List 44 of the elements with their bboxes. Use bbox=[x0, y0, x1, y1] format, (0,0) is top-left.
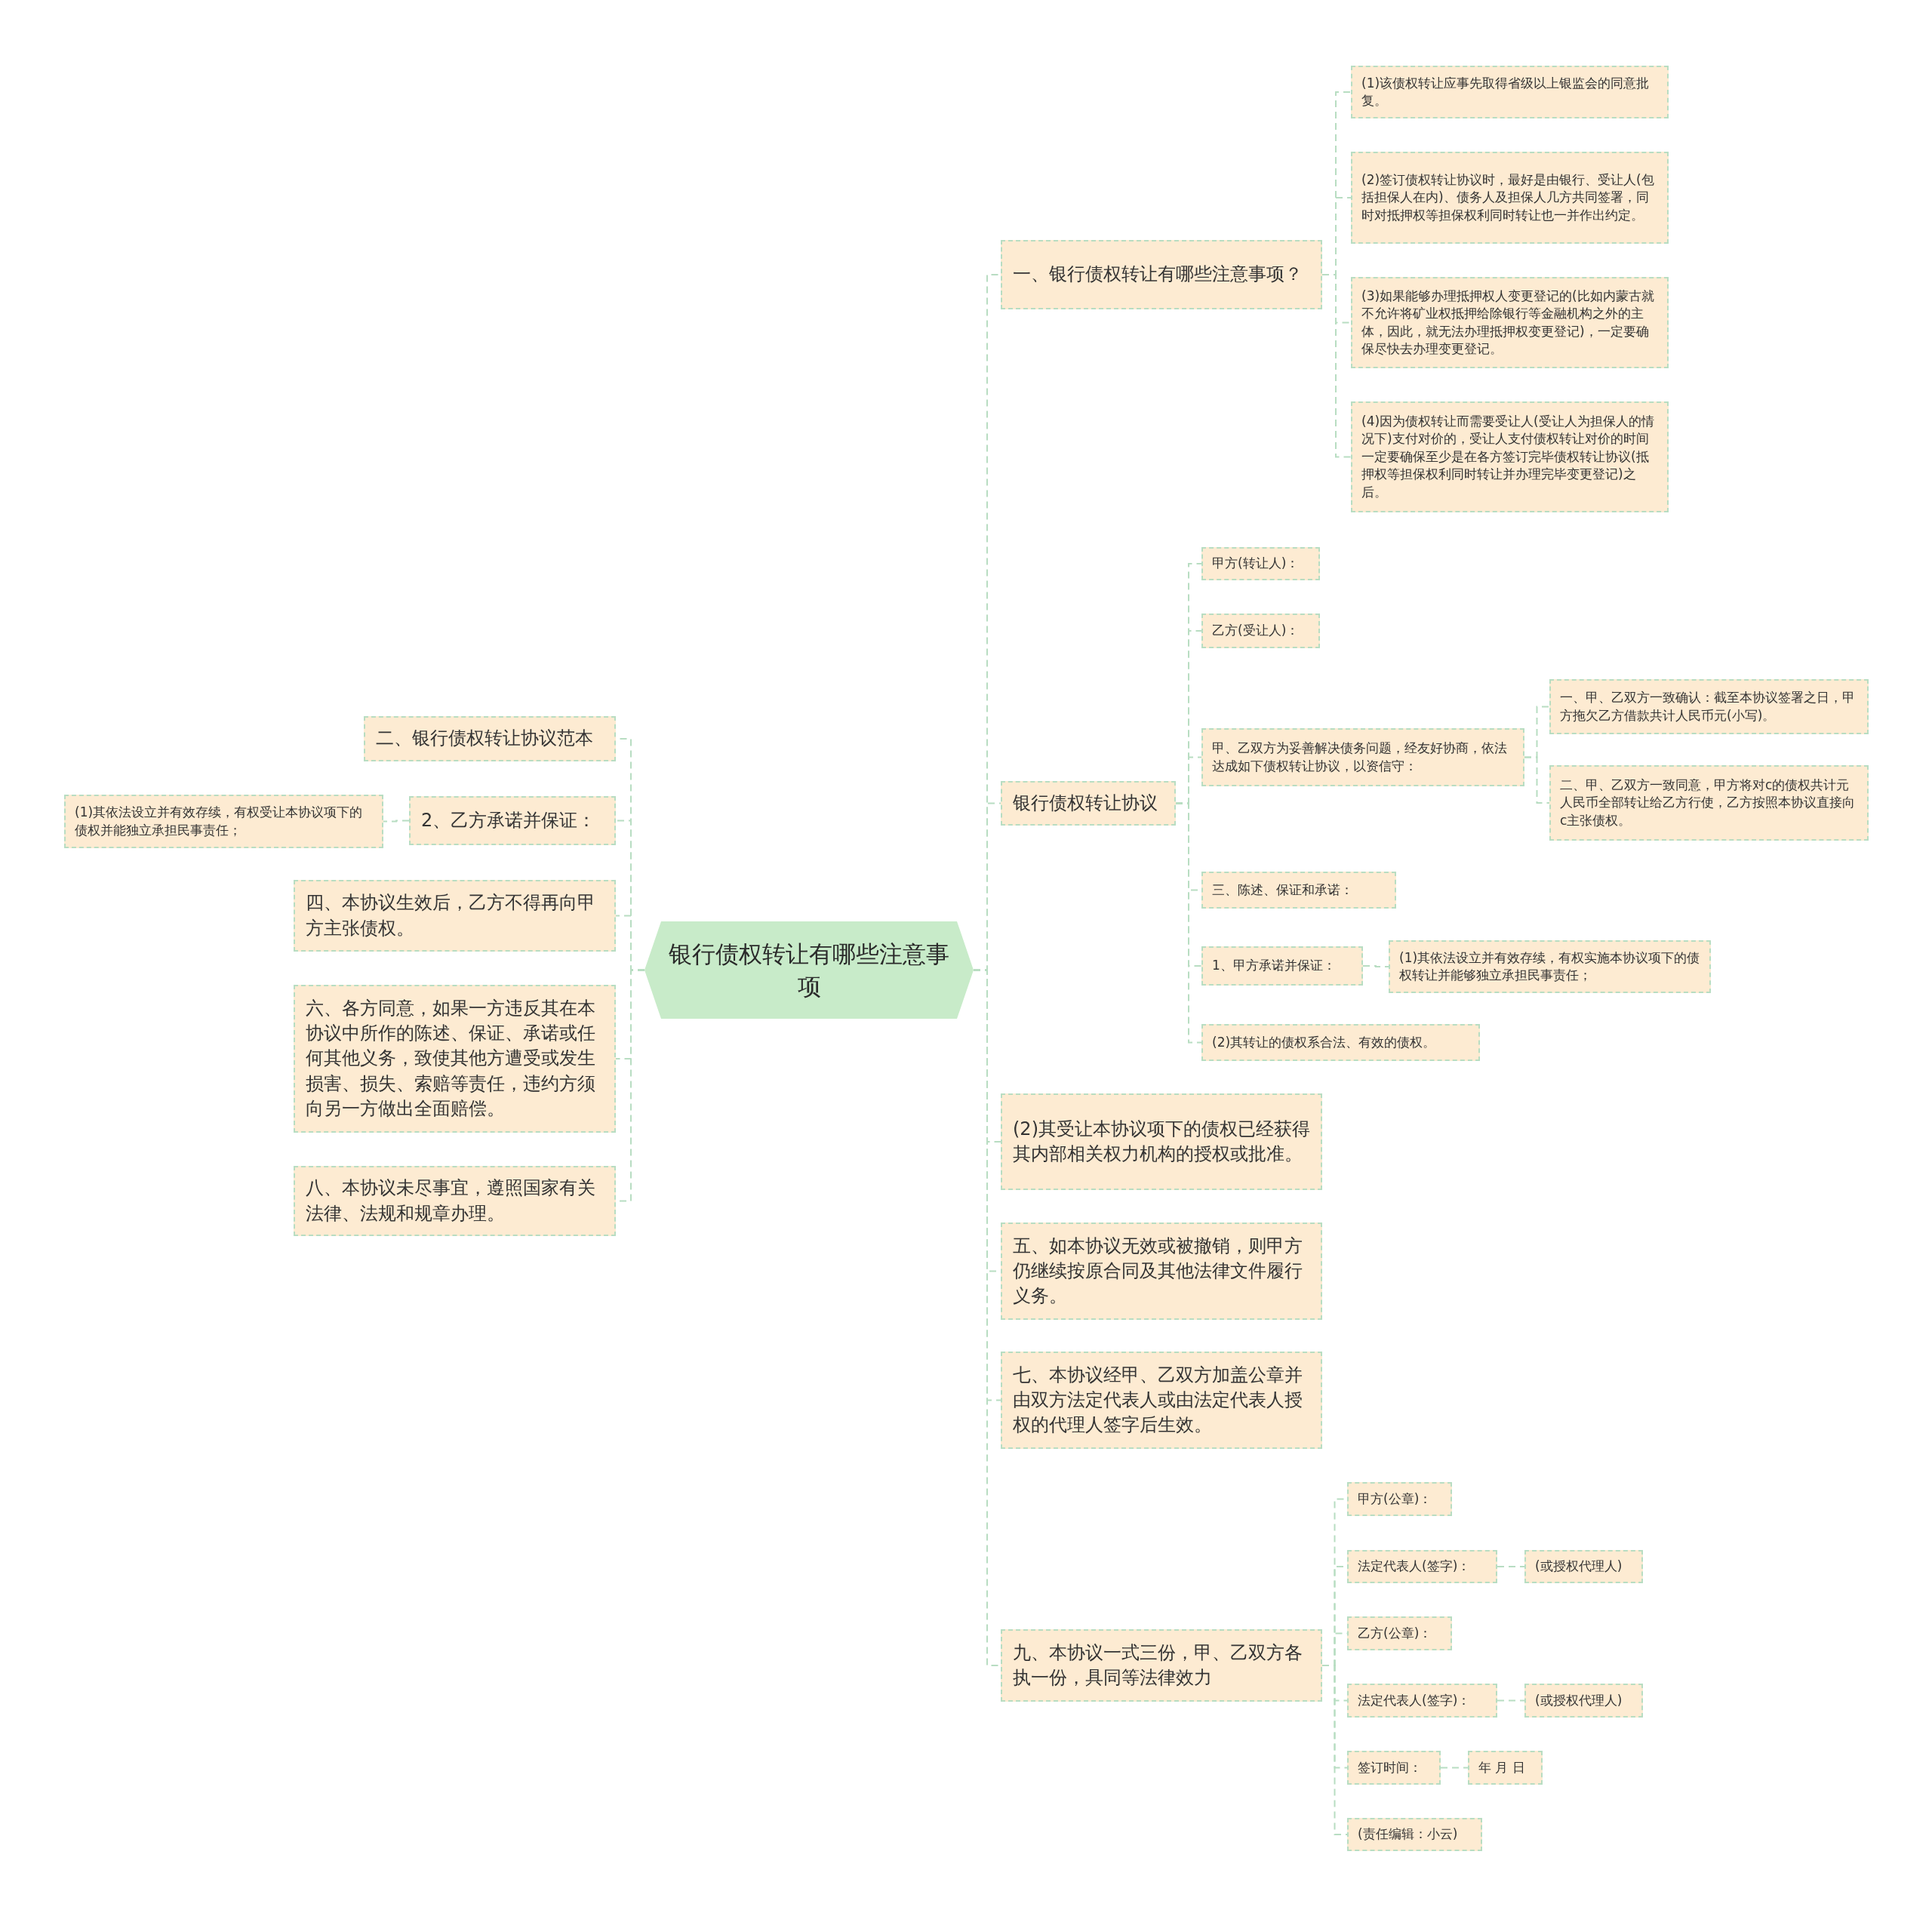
topic-box: 一、银行债权转让有哪些注意事项？ bbox=[1001, 240, 1322, 309]
topic-box: 二、银行债权转让协议范本 bbox=[364, 716, 616, 761]
topic-box: (2)其转让的债权系合法、有效的债权。 bbox=[1201, 1024, 1480, 1061]
topic-box: 签订时间： bbox=[1347, 1751, 1441, 1785]
topic-box: (2)签订债权转让协议时，最好是由银行、受让人(包括担保人在内)、债务人及担保人几方共同签署，同时对抵押权等担保权利同时转让也一并作出约定。 bbox=[1351, 152, 1669, 244]
topic-box: 甲、乙双方为妥善解决债务问题，经友好协商，依法达成如下债权转让协议，以资信守： bbox=[1201, 728, 1524, 786]
topic-box: (1)其依法设立并有效存续，有权受让本协议项下的债权并能独立承担民事责任； bbox=[64, 795, 383, 848]
topic-hexagon: 银行债权转让有哪些注意事项 bbox=[645, 921, 974, 1019]
topic-box: 乙方(公章)： bbox=[1347, 1616, 1452, 1650]
topic-box: (3)如果能够办理抵押权人变更登记的(比如内蒙古就不允许将矿业权抵押给除银行等金融机构之外的主体，因此，就无法办理抵押权变更登记)，一定要确保尽快去办理变更登记。 bbox=[1351, 277, 1669, 368]
topic-box: 三、陈述、保证和承诺： bbox=[1201, 872, 1396, 909]
topic-box: 六、各方同意，如果一方违反其在本协议中所作的陈述、保证、承诺或任何其他义务，致使其他方遭受或发生损害、损失、索赔等责任，违约方须向另一方做出全面赔偿。 bbox=[294, 985, 616, 1133]
topic-box: (或授权代理人) bbox=[1524, 1684, 1643, 1718]
topic-box: 二、甲、乙双方一致同意，甲方将对c的债权共计元人民币全部转让给乙方行使，乙方按照本协议直接向c主张债权。 bbox=[1549, 765, 1869, 841]
topic-box: (责任编辑：小云) bbox=[1347, 1818, 1482, 1851]
topic-box: 甲方(公章)： bbox=[1347, 1482, 1452, 1516]
topic-box: 七、本协议经甲、乙双方加盖公章并由双方法定代表人或由法定代表人授权的代理人签字后生效。 bbox=[1001, 1352, 1322, 1449]
topic-box: 法定代表人(签字)： bbox=[1347, 1684, 1497, 1718]
topic-box: (1)该债权转让应事先取得省级以上银监会的同意批复。 bbox=[1351, 66, 1669, 118]
topic-box: 甲方(转让人)： bbox=[1201, 547, 1320, 580]
connector-line bbox=[1497, 1699, 1525, 1702]
topic-box: 银行债权转让协议 bbox=[1001, 781, 1176, 826]
topic-box: 五、如本协议无效或被撤销，则甲方仍继续按原合同及其他法律文件履行义务。 bbox=[1001, 1222, 1322, 1320]
topic-box: (1)其依法设立并有效存续，有权实施本协议项下的债权转让并能够独立承担民事责任； bbox=[1389, 940, 1711, 993]
topic-box: (2)其受让本协议项下的债权已经获得其内部相关权力机构的授权或批准。 bbox=[1001, 1093, 1322, 1190]
topic-box: 年 月 日 bbox=[1468, 1751, 1543, 1785]
connector-line bbox=[1321, 1665, 1348, 1835]
connector-line bbox=[1362, 965, 1389, 967]
topic-box: 法定代表人(签字)： bbox=[1347, 1550, 1497, 1583]
topic-box: 一、甲、乙双方一致确认：截至本协议签署之日，甲方拖欠乙方借款共计人民币元(小写)。 bbox=[1549, 679, 1869, 734]
connector-line bbox=[1440, 1767, 1469, 1769]
topic-box: 八、本协议未尽事宜，遵照国家有关法律、法规和规章办理。 bbox=[294, 1166, 616, 1236]
topic-box: 九、本协议一式三份，甲、乙双方各执一份，具同等法律效力 bbox=[1001, 1629, 1322, 1702]
connector-line bbox=[383, 820, 410, 823]
topic-box: 2、乙方承诺并保证： bbox=[409, 796, 616, 845]
connector-line bbox=[1321, 274, 1352, 458]
topic-box: 乙方(受让人)： bbox=[1201, 614, 1320, 648]
connector-line bbox=[1524, 756, 1550, 804]
connector-line bbox=[1175, 802, 1202, 1044]
topic-box: 四、本协议生效后，乙方不得再向甲方主张债权。 bbox=[294, 880, 616, 952]
topic-box: 1、甲方承诺并保证： bbox=[1201, 946, 1363, 986]
topic-box: (或授权代理人) bbox=[1524, 1550, 1643, 1583]
topic-box: (4)因为债权转让而需要受让人(受让人为担保人的情况下)支付对价的，受让人支付债权转让对价的时间一定要确保至少是在各方签订完毕债权转让协议(抵押权等担保权利同时转让并办理完毕变更登记)之后。 bbox=[1351, 401, 1669, 512]
connector-line bbox=[1497, 1566, 1525, 1567]
